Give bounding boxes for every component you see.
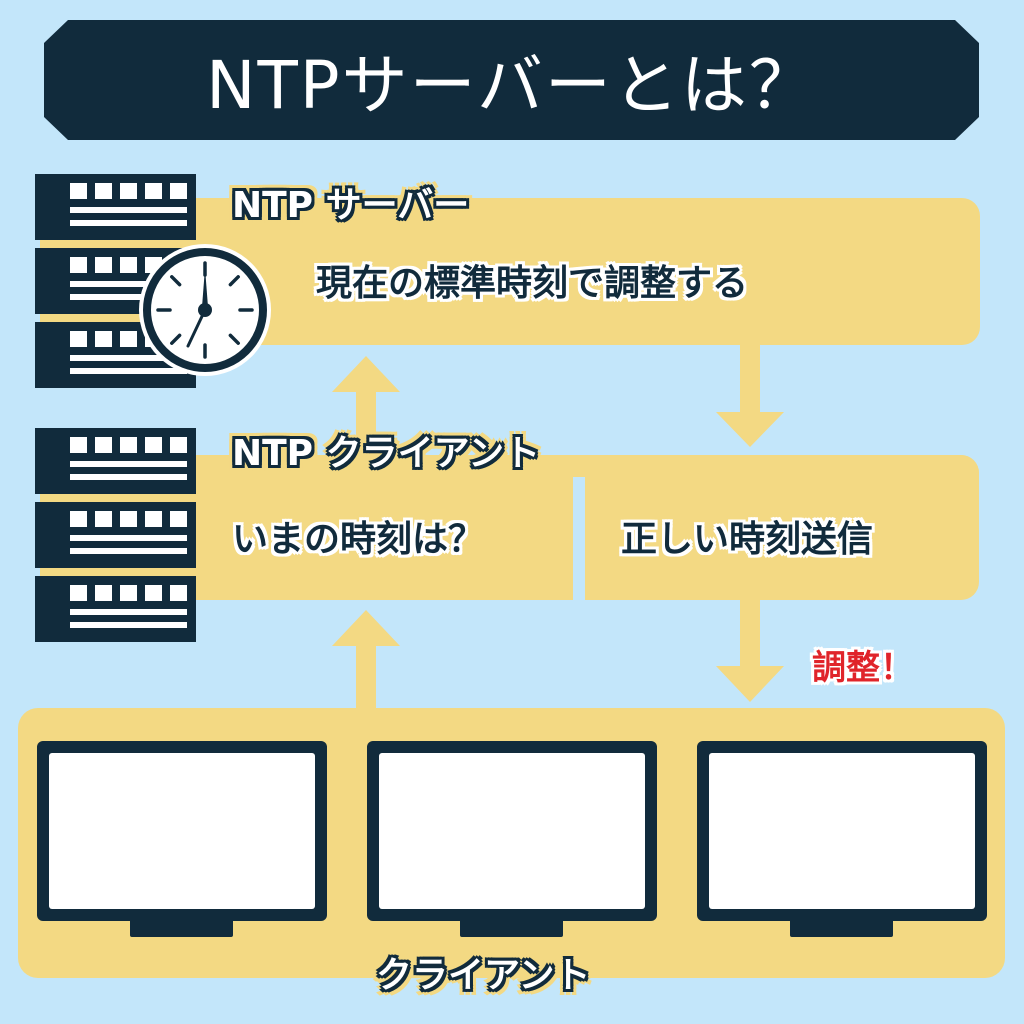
- arrow-down-icon: [716, 345, 784, 447]
- title-banner: NTPサーバーとは？: [44, 20, 979, 140]
- monitor-stand: [460, 921, 563, 937]
- ntp-server-description: 現在の標準時刻で調整する: [316, 263, 749, 304]
- monitor-stand: [130, 921, 233, 937]
- clock-icon: [138, 243, 272, 377]
- monitor-icon: [37, 741, 327, 921]
- ntp-client-heading: NTP クライアント: [232, 433, 541, 474]
- ntp-client-request-text: いまの時刻は？: [232, 519, 485, 560]
- adjust-label: 調整！: [812, 648, 914, 688]
- monitor-screen: [709, 753, 975, 909]
- rack-unit: [35, 502, 196, 568]
- monitor-screen: [49, 753, 315, 909]
- page-title: NTPサーバーとは？: [206, 47, 817, 124]
- monitor-icon: [367, 741, 657, 921]
- rack-unit: [35, 576, 196, 642]
- arrow-up-icon: [332, 356, 400, 456]
- arrow-up-icon: [332, 610, 400, 710]
- ntp-client-response-box: [585, 455, 979, 600]
- monitor-screen: [379, 753, 645, 909]
- ntp-client-response-text: 正しい時刻送信: [621, 519, 874, 560]
- rack-unit: [35, 428, 196, 494]
- rack-unit: [35, 174, 196, 240]
- client-pcs-label: クライアント: [376, 955, 591, 996]
- arrow-down-icon: [716, 598, 784, 702]
- ntp-server-heading: NTP サーバー: [232, 185, 470, 226]
- monitor-stand: [790, 921, 893, 937]
- monitor-icon: [697, 741, 987, 921]
